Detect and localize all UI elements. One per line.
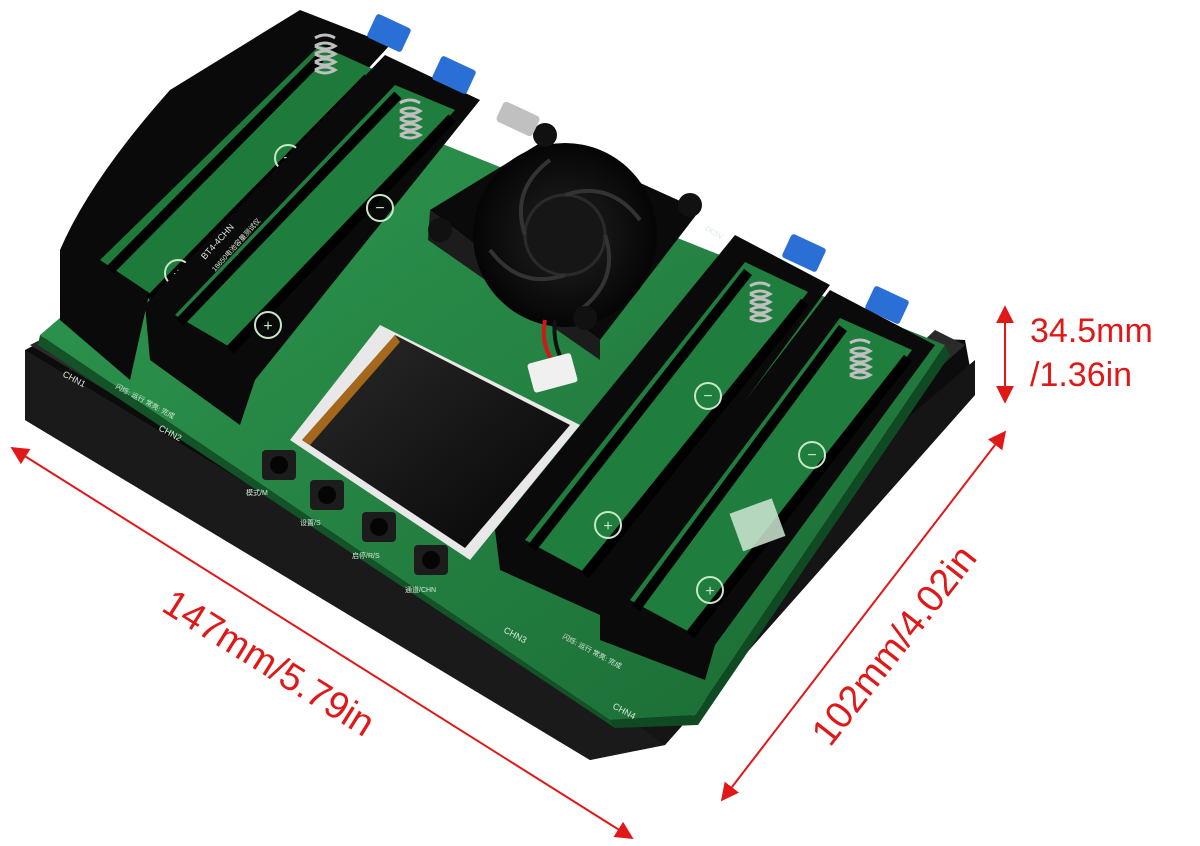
width-dimension-label: 102mm/4.02in bbox=[804, 538, 985, 754]
cooling-fan bbox=[428, 123, 702, 360]
height-dimension-mm: 34.5mm bbox=[1030, 312, 1153, 350]
spring-icon bbox=[399, 98, 423, 140]
length-dimension-line bbox=[10, 447, 634, 839]
svg-text:模式/M: 模式/M bbox=[246, 488, 268, 497]
fan-connector bbox=[527, 319, 578, 393]
minus-icon: − bbox=[375, 200, 384, 217]
minus-icon: − bbox=[807, 447, 816, 464]
plus-icon: + bbox=[263, 318, 272, 335]
svg-text:启停/R/S: 启停/R/S bbox=[352, 551, 380, 560]
svg-text:设置/S: 设置/S bbox=[300, 518, 321, 527]
usb-port bbox=[496, 101, 540, 137]
svg-text:通道/CHN: 通道/CHN bbox=[405, 585, 436, 594]
terminal-blocks bbox=[367, 14, 909, 324]
plus-icon: + bbox=[705, 583, 714, 600]
spring-icon bbox=[749, 281, 773, 323]
input-label: DC5V bbox=[704, 226, 724, 242]
minus-icon: − bbox=[703, 388, 712, 405]
spring-icon bbox=[849, 338, 873, 380]
spring-icon bbox=[314, 33, 338, 75]
battery-holder-2: − + bbox=[145, 55, 480, 425]
fan-blade-icon bbox=[488, 158, 642, 312]
width-dimension-line bbox=[720, 430, 1007, 802]
plus-icon: + bbox=[603, 518, 612, 535]
height-dimension-in: /1.36in bbox=[1030, 356, 1132, 394]
